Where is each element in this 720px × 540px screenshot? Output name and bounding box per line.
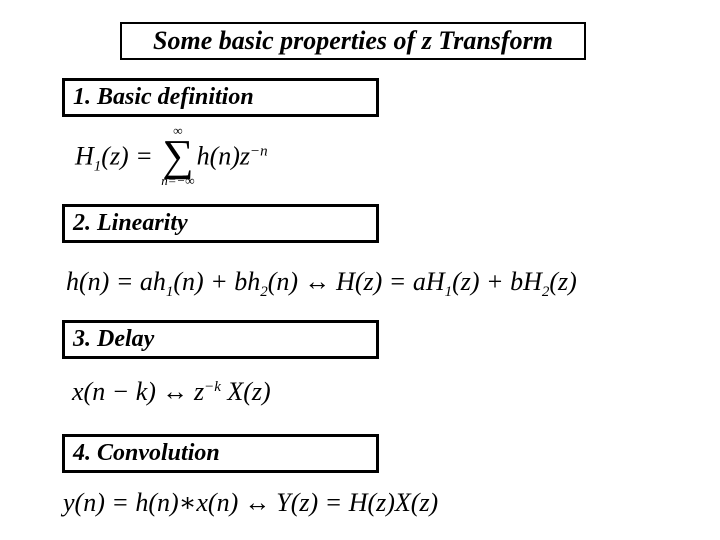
math-token: z (193, 377, 205, 406)
math-token: −k (204, 379, 221, 395)
math-token: ↔ (244, 488, 271, 517)
math-token: h(n) = ah (66, 267, 166, 296)
formula-delay: x(n − k)↔z−k X(z) (72, 376, 271, 407)
math-token: 1 (165, 284, 174, 300)
section-box-convolution: 4. Convolution (62, 434, 379, 473)
math-token: y(n) = h(n)∗x(n) (63, 488, 239, 517)
math-token: (z) + bH (452, 267, 542, 296)
formula-basic-definition: H1(z) = ∞∑n=−∞h(n)z−n (75, 124, 268, 190)
math-token: 2 (260, 284, 268, 300)
math-token: x(n − k) (72, 377, 156, 406)
section-box-delay: 3. Delay (62, 320, 379, 359)
math-token: 2 (541, 284, 550, 300)
formula-convolution: y(n) = h(n)∗x(n)↔Y(z) = H(z)X(z) (63, 487, 438, 518)
math-token: (n) (267, 267, 299, 296)
math-token: 1 (444, 284, 453, 300)
section-label-linearity: 2. Linearity (73, 210, 188, 236)
section-box-linearity: 2. Linearity (62, 204, 379, 243)
summation-upper-limit: ∞ (173, 123, 183, 138)
math-token: (n) + bh (173, 267, 261, 296)
math-token: (z) (549, 267, 577, 296)
section-box-basic-definition: 1. Basic definition (62, 78, 379, 117)
math-token: ↔ (161, 377, 188, 406)
section-label-basic-definition: 1. Basic definition (73, 84, 254, 110)
summation-lower-limit: n=−∞ (161, 173, 195, 189)
math-token: −n (250, 143, 268, 160)
sigma-glyph: ∑ (162, 131, 194, 180)
section-label-delay: 3. Delay (73, 326, 155, 352)
slide-title: Some basic properties of z Transform (153, 26, 553, 55)
summation-symbol: ∞∑n=−∞ (161, 124, 194, 187)
math-token: 1 (93, 158, 102, 175)
math-token: H (75, 141, 94, 171)
math-token: ↔ (304, 267, 331, 296)
math-token: X(z) (220, 377, 271, 406)
section-label-convolution: 4. Convolution (73, 440, 220, 466)
formula-linearity: h(n) = ah1(n) + bh2(n)↔H(z) = aH1(z) + b… (66, 266, 577, 301)
math-token: h(n)z (196, 141, 251, 171)
slide-title-box: Some basic properties of z Transform (120, 22, 586, 60)
math-token: H(z) = aH (336, 267, 445, 296)
math-token: (z) = (101, 141, 160, 171)
math-token: Y(z) = H(z)X(z) (276, 488, 439, 517)
